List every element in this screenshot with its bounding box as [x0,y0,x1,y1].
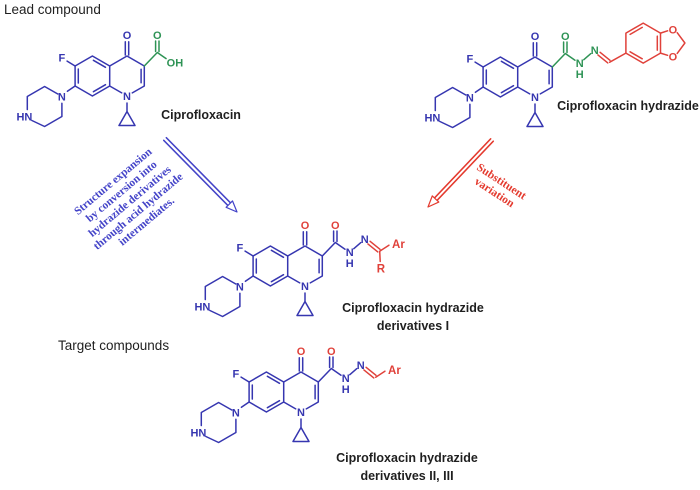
structure-ciprofloxacin: O OH Ciprofloxacin [15,29,241,128]
ar-group: Ar [363,365,401,379]
lead-compound-heading: Lead compound [4,2,101,17]
arrowhead-down-right-icon [225,200,238,213]
structure-expansion-annotation: Structure expansion by conversion into h… [72,145,185,252]
ar-r-group: Ar R [367,239,405,276]
structure-expansion-arrow [162,136,238,213]
target-compounds-heading: Target compounds [58,338,169,353]
caption-ciprofloxacin-hydrazide: Ciprofloxacin hydrazide [557,99,699,113]
caption-derivatives-23-line2: derivatives II, III [360,469,453,483]
hydroxyl-label: OH [167,58,184,70]
ar-label: Ar [388,365,401,377]
ar-label: Ar [392,239,405,251]
substituent-variation-arrow [427,138,495,208]
structure-derivatives-1: Ar R Ciprofloxacin hydrazide derivatives… [193,219,484,333]
caption-derivatives-1-line1: Ciprofloxacin hydrazide [342,301,484,315]
caption-derivatives-23-line1: Ciprofloxacin hydrazide [336,451,478,465]
structure-derivatives-2-3: Ar Ciprofloxacin hydrazide derivatives I… [189,345,478,483]
dioxole-oxygen1-label: O [669,25,678,37]
carboxyl-group: O OH [143,30,184,70]
carboxyl-oxygen-label: O [153,30,162,42]
substituent-variation-annotation: Substituent variation [472,162,528,211]
caption-derivatives-1-line2: derivatives I [377,319,449,333]
r-label: R [377,264,386,276]
benzodioxole-group: O O [597,22,686,64]
arrowhead-down-left-icon [427,195,440,208]
caption-ciprofloxacin: Ciprofloxacin [161,108,241,122]
dioxole-oxygen2-label: O [669,52,678,64]
structure-ciprofloxacin-hydrazide: O O Ciprofloxacin hydrazide [423,22,699,129]
